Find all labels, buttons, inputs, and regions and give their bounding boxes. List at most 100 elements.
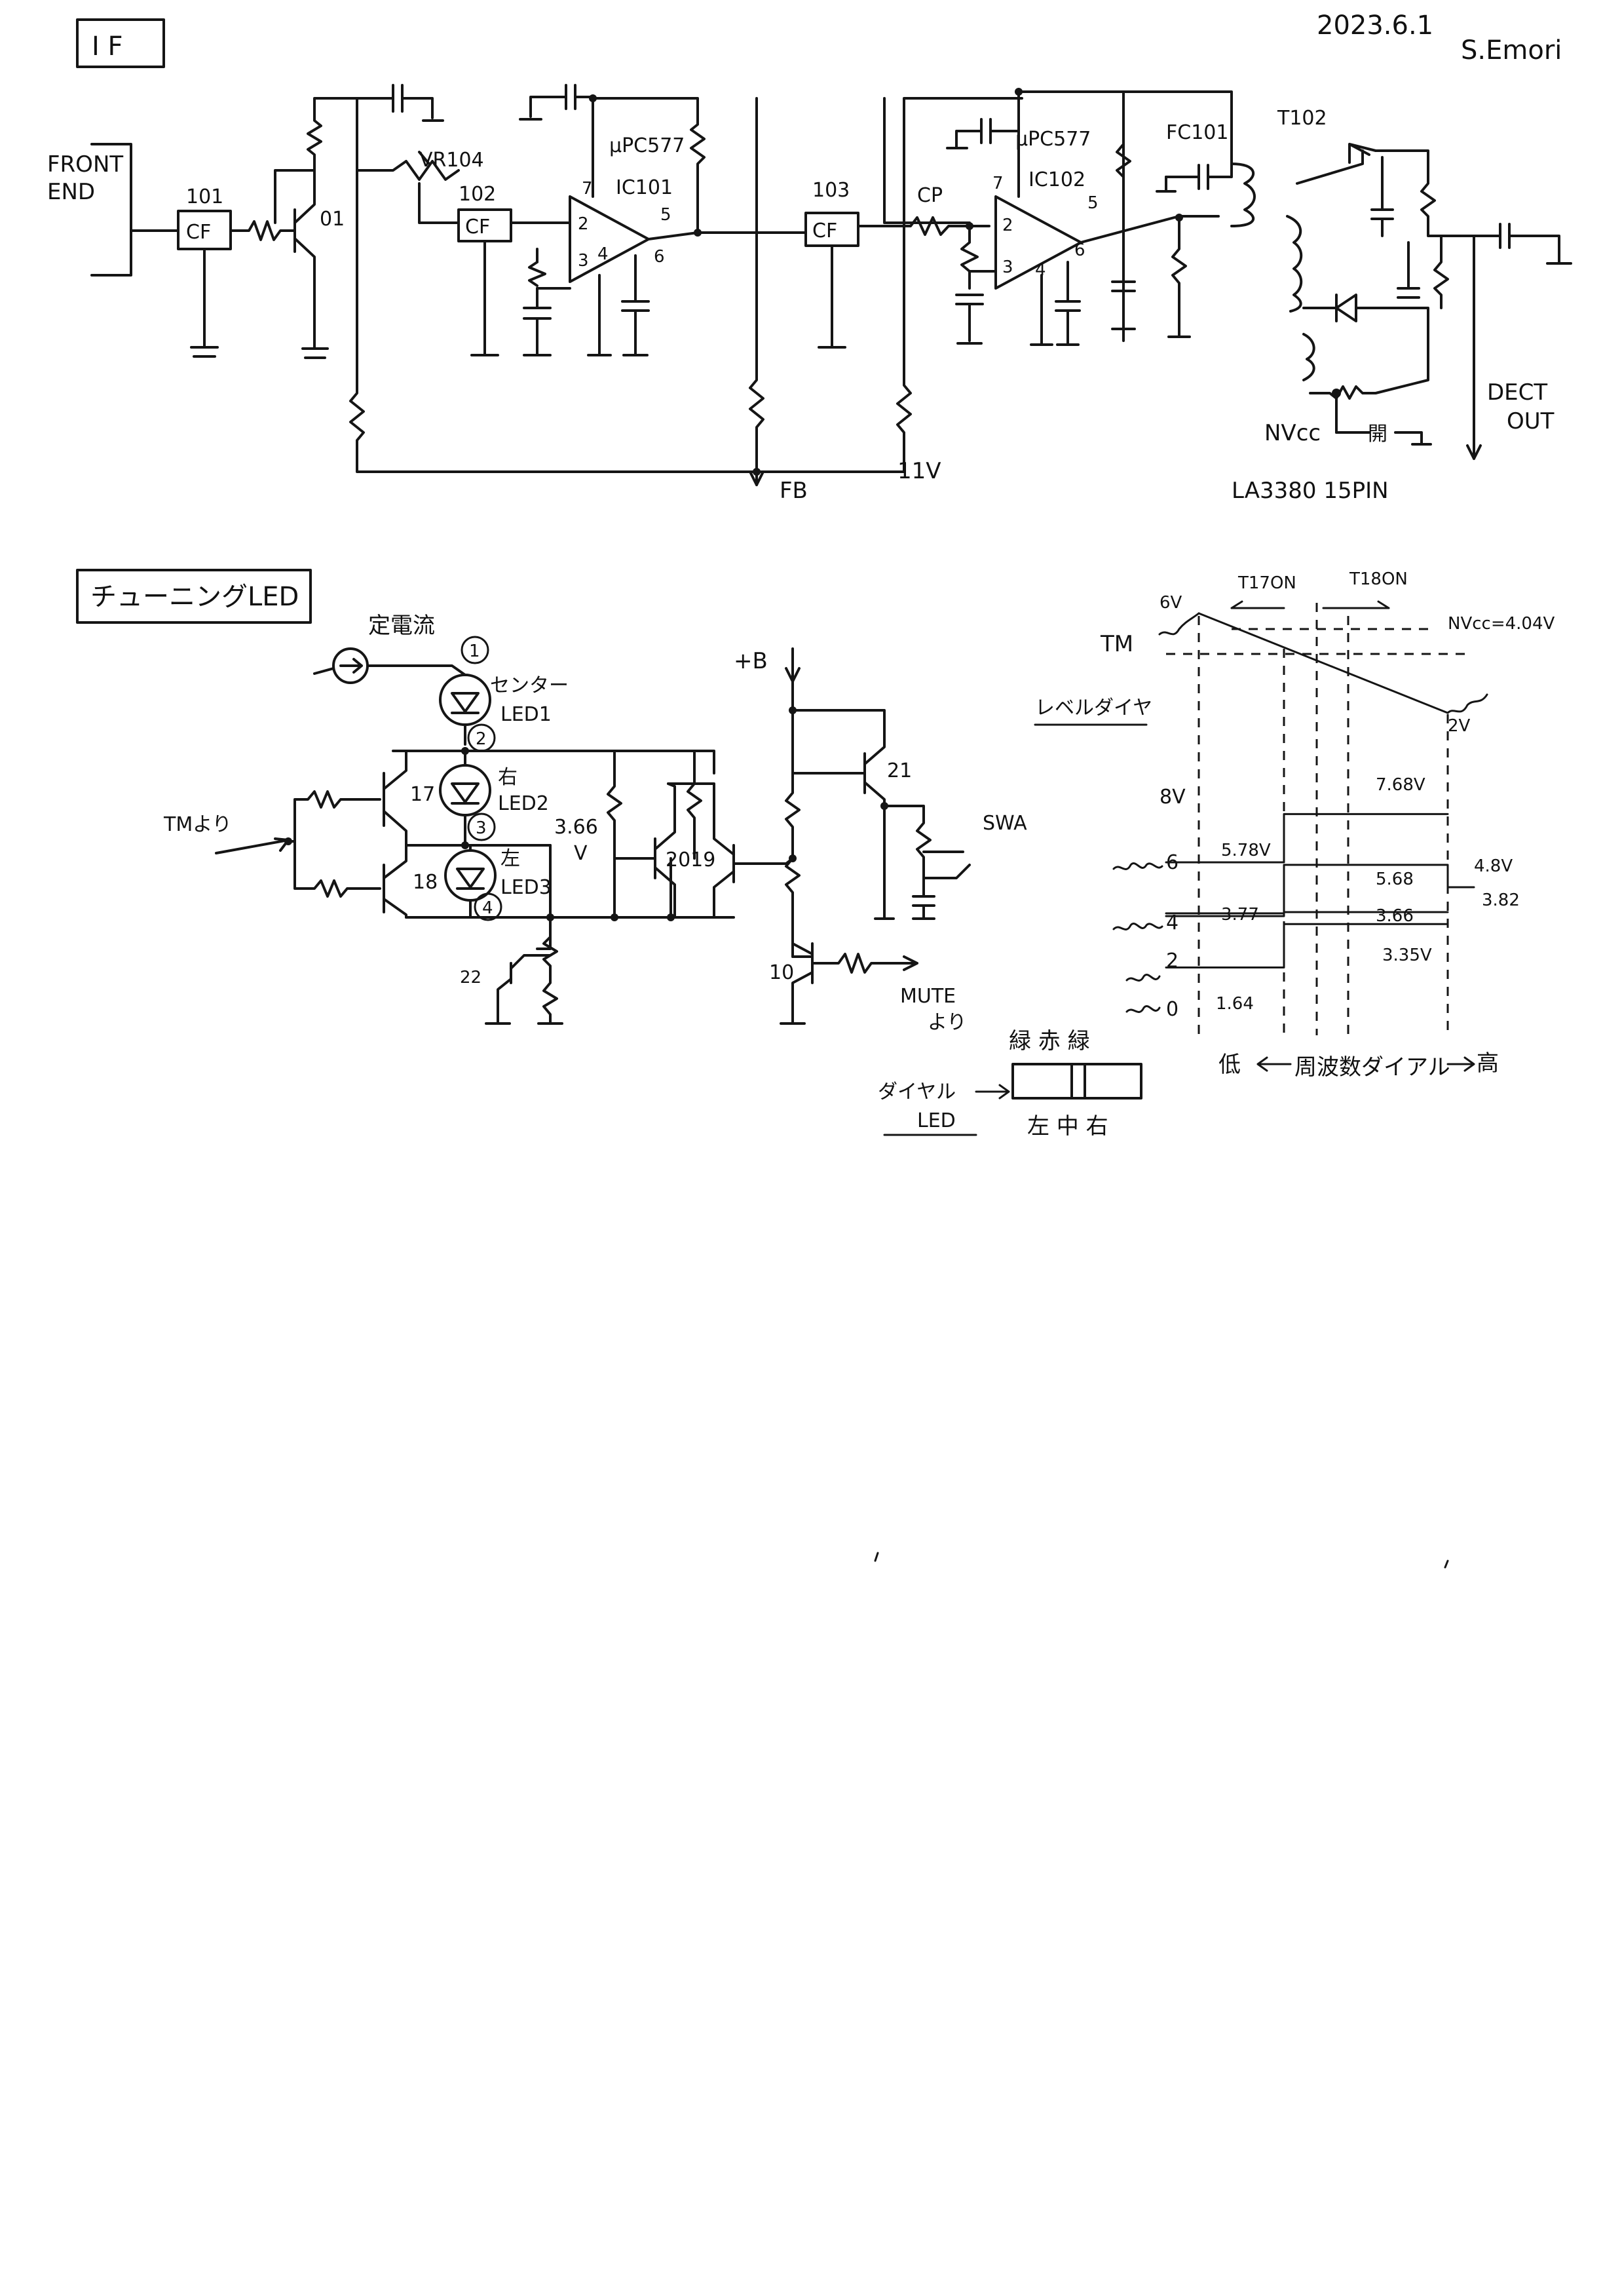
q2019-label: 2019 bbox=[666, 849, 715, 871]
vr104-out bbox=[418, 182, 460, 224]
ic102-pin4: 4 bbox=[1035, 260, 1046, 280]
q01-bias-wire bbox=[274, 169, 316, 224]
val-335: 3.35V bbox=[1382, 946, 1432, 965]
ic102-input-network bbox=[955, 225, 984, 345]
supply-right-wire bbox=[755, 97, 1023, 473]
cf101-label: CF bbox=[186, 221, 211, 244]
q20-transistor bbox=[613, 782, 676, 919]
cf101-ground bbox=[190, 248, 219, 358]
ic102-pin7: 7 bbox=[992, 174, 1004, 193]
dect-out-arrow bbox=[1466, 235, 1482, 460]
wiggle-2 bbox=[1125, 974, 1161, 982]
node-4-label: 4 bbox=[482, 898, 493, 918]
level-chart: TM レベルダイヤ 6V 2V T17ON T18ON NVcc=4.04V 8… bbox=[1034, 569, 1555, 1081]
ic102-label: IC102 bbox=[1028, 168, 1085, 191]
ic101-part: μPC577 bbox=[609, 134, 685, 157]
level-step-series-0 bbox=[1165, 813, 1449, 864]
wiggle-6 bbox=[1112, 862, 1163, 870]
plus-b-label: +B bbox=[734, 648, 768, 674]
date-text: 2023.6.1 bbox=[1317, 10, 1433, 41]
q21-out-node bbox=[880, 802, 888, 810]
vr104-label: VR104 bbox=[419, 149, 484, 172]
fb-label: FB bbox=[780, 478, 808, 504]
if-circuit: FRONT END CF 101 01 VR104 CF 102 bbox=[47, 84, 1572, 504]
const-current-arrow bbox=[339, 658, 363, 674]
dial-led-arrow bbox=[975, 1084, 1010, 1100]
fb-resistor bbox=[749, 97, 764, 486]
fc101-label: FC101 bbox=[1166, 121, 1228, 144]
dial-led-label-2: LED bbox=[917, 1109, 956, 1132]
q18-transistor bbox=[383, 844, 407, 919]
q22-resistor-chain bbox=[537, 916, 563, 1025]
ic102-pin7-cap bbox=[946, 118, 1020, 149]
supply-left-wire bbox=[349, 97, 758, 473]
tuning-title: チューニングLED bbox=[90, 582, 299, 612]
if-title-box bbox=[76, 18, 165, 68]
dect-cap-mid bbox=[1397, 241, 1420, 299]
const-current-label: 定電流 bbox=[368, 613, 435, 639]
dial-led-colors: 緑 赤 緑 bbox=[1009, 1028, 1090, 1054]
dect-out-cap bbox=[1460, 223, 1572, 265]
mute-label-1: MUTE bbox=[900, 985, 956, 1008]
ic102-out-resistor bbox=[1167, 216, 1191, 338]
fb-arrow bbox=[749, 470, 764, 486]
nvcc-open-wire bbox=[1335, 431, 1432, 446]
center-led-symbol bbox=[451, 692, 480, 714]
level-step-series-1 bbox=[1165, 864, 1475, 915]
ic102-pin3: 3 bbox=[1002, 258, 1013, 277]
mute-resistor bbox=[811, 953, 918, 974]
swa-label: SWA bbox=[983, 812, 1027, 835]
val-768: 7.68V bbox=[1376, 775, 1425, 795]
dect-return-wire bbox=[1309, 307, 1429, 400]
cp-resistor bbox=[857, 216, 990, 236]
ic102-pin6-cap bbox=[1055, 261, 1081, 346]
cf102-ground bbox=[470, 240, 499, 356]
front-end-label-2: END bbox=[47, 179, 95, 205]
cf101-number: 101 bbox=[186, 185, 223, 208]
val-382: 3.82 bbox=[1482, 890, 1520, 910]
dial-led-dividers bbox=[1070, 1063, 1086, 1100]
ic102-part: μPC577 bbox=[1015, 128, 1091, 151]
tm-wiggle-right bbox=[1446, 693, 1488, 714]
level-step-series-2 bbox=[1165, 911, 1449, 917]
stray-mark-2 bbox=[1444, 1559, 1449, 1569]
ic101-pin7: 7 bbox=[582, 179, 593, 199]
cf103-number: 103 bbox=[812, 179, 850, 202]
dect-cap-top bbox=[1370, 156, 1394, 237]
plus-b-divider bbox=[785, 772, 801, 958]
y-tick-8: 8V bbox=[1160, 786, 1186, 809]
t18-on-arrow bbox=[1322, 600, 1390, 609]
ic101-pin6-cap bbox=[621, 254, 650, 356]
wiggle-0 bbox=[1125, 1005, 1161, 1013]
t102-secondary-coil-bottom bbox=[1302, 333, 1315, 381]
dect-resistor-mid bbox=[1433, 235, 1449, 309]
q19-transistor bbox=[667, 782, 787, 919]
tuning-top-bus bbox=[392, 750, 715, 775]
ic102-pin4-gnd bbox=[1030, 274, 1053, 346]
node-3-marker bbox=[467, 813, 496, 841]
val-377: 3.77 bbox=[1221, 905, 1259, 925]
level-step-series-3 bbox=[1165, 923, 1449, 968]
val-366: 3.66 bbox=[1376, 906, 1414, 926]
val-568: 5.68 bbox=[1376, 870, 1414, 889]
val-578: 5.78V bbox=[1221, 841, 1271, 860]
left-led-symbol bbox=[456, 868, 485, 890]
node-3-label: 3 bbox=[476, 818, 487, 838]
v366-label-2: V bbox=[574, 842, 588, 865]
nvcc-label: NVcc bbox=[1264, 420, 1321, 446]
q21-label: 21 bbox=[887, 759, 912, 782]
vr104-resistor bbox=[356, 160, 460, 181]
dect-diode-top bbox=[1296, 143, 1377, 185]
author-text: S.Emori bbox=[1461, 35, 1562, 66]
dial-led-legend: 緑 赤 緑 ダイヤル LED 左 中 右 bbox=[878, 1028, 1142, 1139]
ic101-pin4: 4 bbox=[597, 244, 609, 264]
ic101-out-node bbox=[694, 229, 702, 237]
tm-wiggle-left bbox=[1158, 612, 1200, 636]
ic101-out-wire bbox=[647, 231, 807, 240]
ic101-pin3-network bbox=[528, 248, 571, 290]
t102-label: T102 bbox=[1277, 107, 1327, 130]
ic102-out-cap bbox=[1111, 228, 1136, 342]
dial-led-label-1: ダイヤル bbox=[878, 1081, 956, 1103]
q01-collector-resistor bbox=[307, 97, 358, 178]
dect-out-label-2: OUT bbox=[1507, 408, 1555, 434]
